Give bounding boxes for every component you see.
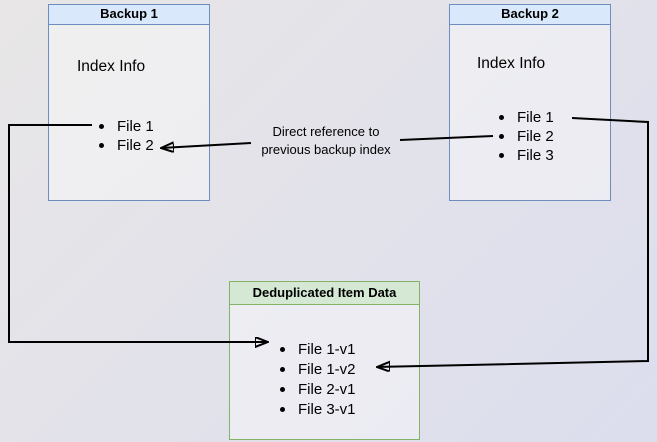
bullet-icon (280, 406, 285, 412)
file-label: File 1 (117, 118, 154, 135)
bullet-icon (280, 366, 285, 372)
list-item: File 1-v1 (280, 339, 356, 359)
bullet-icon (280, 346, 285, 352)
backup2-box: Backup 2 Index Info File 1 File 2 File 3 (449, 4, 611, 201)
file-version-label: File 1-v2 (298, 360, 356, 378)
backup1-index-info-label: Index Info (77, 58, 146, 75)
backup1-file-list: File 1 File 2 (99, 117, 154, 155)
bullet-icon (499, 115, 504, 120)
list-item: File 2 (99, 136, 154, 155)
file-label: File 3 (517, 147, 554, 164)
list-item: File 1 (99, 117, 154, 136)
bullet-icon (499, 134, 504, 139)
dedup-item-list: File 1-v1 File 1-v2 File 2-v1 File 3-v1 (280, 339, 356, 419)
file-version-label: File 1-v1 (298, 340, 356, 358)
backup1-title: Backup 1 (49, 5, 209, 25)
list-item: File 2 (499, 127, 554, 146)
list-item: File 1 (499, 108, 554, 127)
bullet-icon (499, 153, 504, 158)
backup2-index-info-label: Index Info (477, 55, 546, 72)
file-label: File 1 (517, 109, 554, 126)
list-item: File 2-v1 (280, 379, 356, 399)
backup1-box: Backup 1 Index Info File 1 File 2 (48, 4, 210, 201)
backup2-file-list: File 1 File 2 File 3 (499, 108, 554, 165)
bullet-icon (99, 124, 104, 129)
annotation-line-2: previous backup index (261, 142, 391, 157)
file-label: File 2 (117, 137, 154, 154)
annotation-line-1: Direct reference to (272, 124, 380, 139)
file-version-label: File 2-v1 (298, 380, 356, 398)
direct-reference-annotation: Direct reference to previous backup inde… (236, 123, 416, 159)
deduplicated-item-data-box: Deduplicated Item Data File 1-v1 File 1-… (229, 281, 420, 440)
dedup-title: Deduplicated Item Data (230, 282, 419, 305)
list-item: File 1-v2 (280, 359, 356, 379)
file-label: File 2 (517, 128, 554, 145)
bullet-icon (99, 143, 104, 148)
bullet-icon (280, 386, 285, 392)
file-version-label: File 3-v1 (298, 400, 356, 418)
list-item: File 3-v1 (280, 399, 356, 419)
list-item: File 3 (499, 146, 554, 165)
backup2-title: Backup 2 (450, 5, 610, 25)
